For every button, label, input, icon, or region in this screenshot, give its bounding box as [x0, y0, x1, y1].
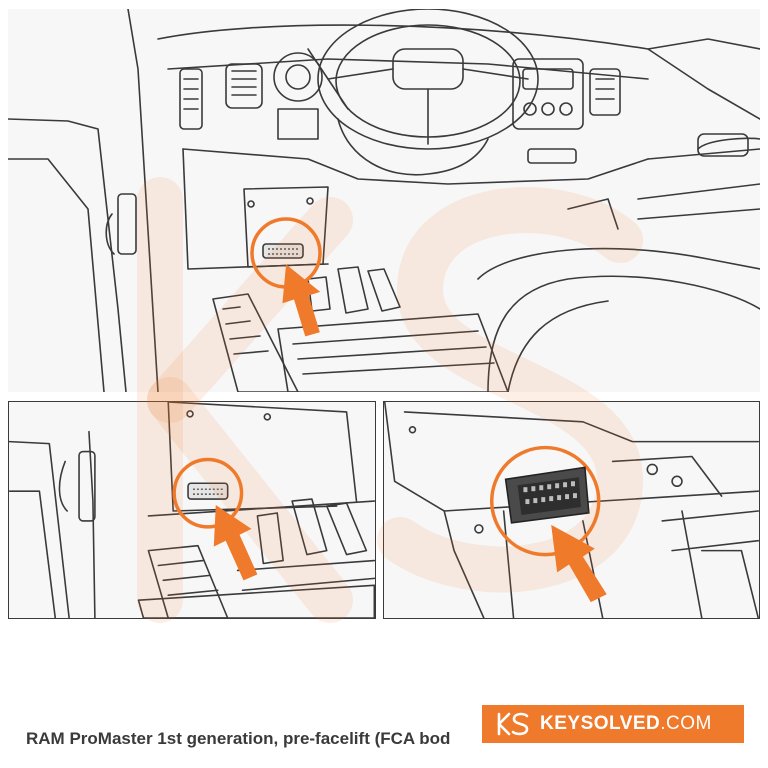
- orange-arrow-icon: [551, 524, 607, 603]
- footwell-detail-panel: [8, 401, 376, 619]
- cab-interior-illustration: [8, 9, 760, 392]
- orange-arrow-icon: [282, 264, 321, 337]
- brand-tld: .COM: [660, 713, 712, 734]
- port-closeup-panel: [383, 401, 760, 619]
- footwell-detail-illustration: [9, 402, 375, 618]
- obd-port-icon: [187, 482, 229, 500]
- keysolved-logo-icon: [497, 712, 529, 736]
- brand-name: KEYSOLVED.COM: [540, 713, 712, 734]
- vehicle-caption: RAM ProMaster 1st generation, pre-faceli…: [26, 729, 451, 748]
- port-closeup-illustration: [384, 402, 759, 618]
- highlight-circle-icon: [172, 457, 244, 529]
- obd-port-icon: [504, 466, 590, 524]
- orange-arrow-icon: [213, 505, 258, 581]
- highlight-circle-icon: [490, 445, 601, 557]
- overview-illustration-panel: [8, 9, 760, 392]
- obd-port-icon: [262, 243, 304, 259]
- brand-badge[interactable]: KEYSOLVED.COM: [482, 705, 744, 743]
